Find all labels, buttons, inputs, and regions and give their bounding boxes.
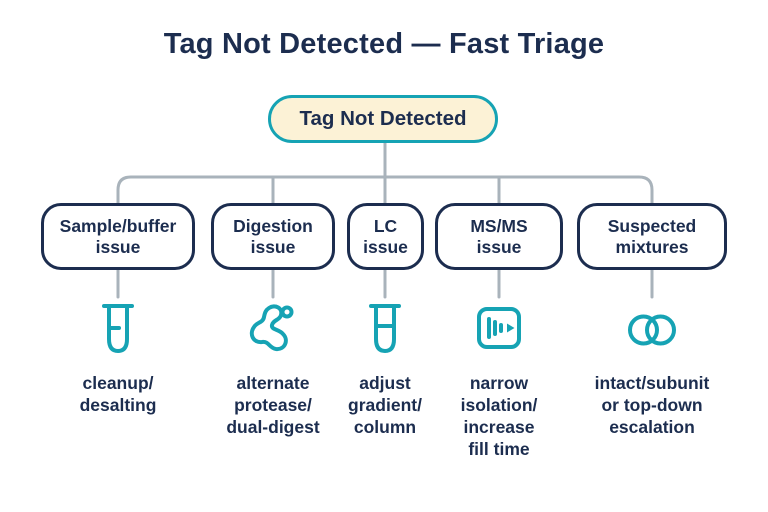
root-node: Tag Not Detected: [268, 95, 498, 143]
tube-liquid-icon: [353, 296, 417, 360]
action-label-protease: alternate protease/ dual-digest: [226, 373, 320, 437]
branch-box-mixtures: Suspected mixtures: [577, 203, 727, 270]
spectrum-icon: [467, 296, 531, 360]
tube-tick-icon: [86, 296, 150, 360]
protease-blob-icon: [241, 296, 305, 360]
root-node-label: Tag Not Detected: [299, 107, 467, 130]
branch-box-label: Digestion issue: [233, 215, 313, 257]
branch-box-label: MS/MS issue: [470, 215, 528, 257]
branch-box-lc: LC issue: [347, 203, 424, 270]
action-label-escalation: intact/subunit or top-down escalation: [594, 373, 710, 437]
branch-box-label: Sample/buffer issue: [59, 215, 177, 257]
branch-box-digestion: Digestion issue: [211, 203, 335, 270]
branch-box-label: Suspected mixtures: [607, 215, 697, 257]
page-title: Tag Not Detected — Fast Triage: [163, 28, 605, 60]
action-label-isolation: narrow isolation/ increase fill time: [460, 373, 538, 459]
action-label-gradient: adjust gradient/ column: [348, 373, 422, 437]
branch-box-sample-buffer: Sample/buffer issue: [41, 203, 195, 270]
branch-box-label: LC issue: [363, 215, 408, 257]
action-label-cleanup: cleanup/ desalting: [79, 373, 157, 415]
venn-circles-icon: [620, 296, 684, 360]
branch-box-msms: MS/MS issue: [435, 203, 563, 270]
